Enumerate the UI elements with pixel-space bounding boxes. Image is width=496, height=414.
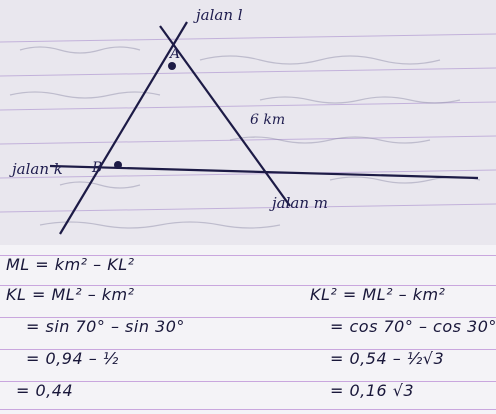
road-k-line (59, 21, 188, 235)
point-b-marker (114, 161, 122, 169)
left-line-1: KL = ML² – km² (6, 285, 135, 304)
handwritten-notes: ML = km² – KL² KL = ML² – km² = sin 70° … (0, 245, 496, 414)
left-line-4: = 0,44 (16, 381, 74, 400)
point-b-label: B (92, 160, 103, 176)
right-line-3: = 0,54 – ½√3 (330, 349, 445, 368)
left-line-2: = sin 70° – sin 30° (26, 317, 185, 336)
road-l-line (49, 164, 479, 180)
road-m-line (159, 25, 291, 207)
diagram-lines (0, 21, 496, 235)
formula-ml: ML = km² – KL² (6, 255, 135, 274)
road-k-label: jalan k (12, 160, 63, 178)
point-a-marker (168, 62, 176, 70)
road-m-label: jalan m (272, 194, 328, 212)
diagram-photo: jalan l A 6 km jalan k B jalan m (0, 6, 496, 235)
right-line-2: = cos 70° – cos 30° (330, 317, 496, 336)
distance-label: 6 km (250, 112, 286, 128)
road-1-label: jalan l (196, 6, 243, 24)
right-line-4: = 0,16 √3 (330, 381, 415, 400)
point-a-label: A (170, 46, 181, 62)
right-line-1: KL² = ML² – km² (310, 285, 446, 304)
left-line-3: = 0,94 – ½ (26, 349, 119, 368)
